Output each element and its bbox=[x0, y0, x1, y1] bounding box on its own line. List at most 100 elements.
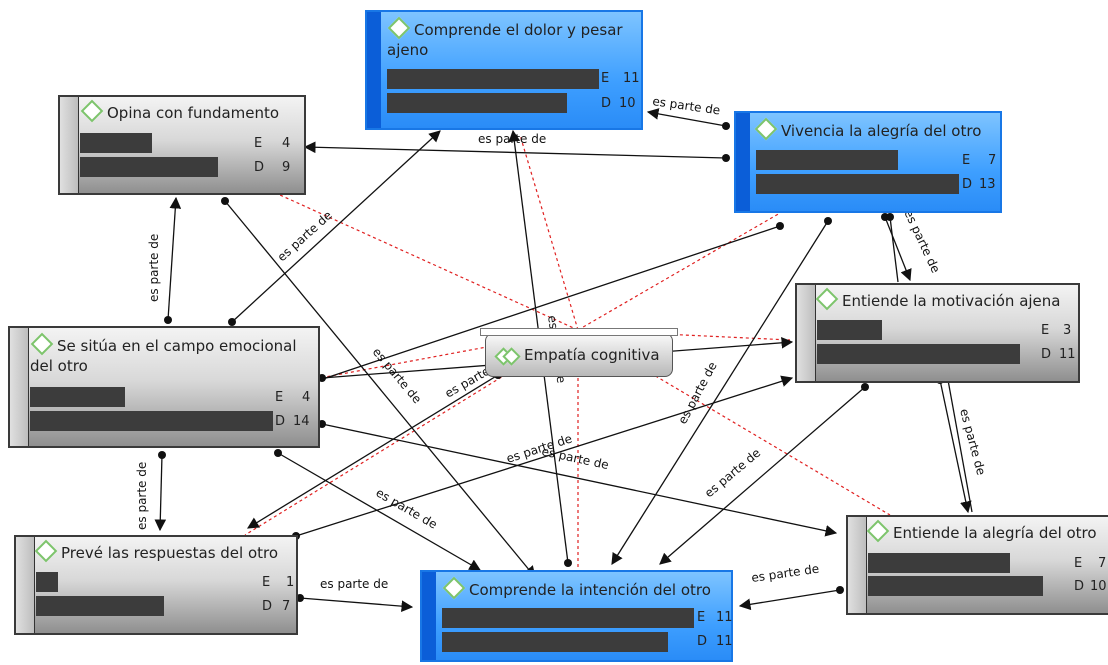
dashed-link bbox=[279, 194, 579, 331]
e-value: 4 bbox=[282, 136, 291, 151]
d-value: 7 bbox=[282, 599, 291, 614]
node-entiende-motivacion[interactable]: Entiende la motivación ajena E 3 D 11 bbox=[795, 283, 1080, 383]
center-top-band bbox=[480, 328, 678, 336]
category-diamond-icon bbox=[494, 347, 521, 366]
node-title: Entiende la motivación ajena bbox=[842, 292, 1061, 310]
node-title: Comprende la intención del otro bbox=[469, 581, 711, 599]
node-title: Comprende el dolor y pesar ajeno bbox=[387, 21, 623, 59]
e-value: 4 bbox=[302, 390, 311, 405]
d-label: D bbox=[601, 96, 612, 111]
node-stripe bbox=[60, 97, 79, 193]
d-value: 10 bbox=[619, 96, 636, 111]
e-bar bbox=[387, 69, 599, 89]
d-bar bbox=[36, 596, 164, 616]
edge-label: es parte de bbox=[540, 444, 610, 472]
relation-line bbox=[167, 196, 182, 321]
node-stripe bbox=[797, 285, 816, 381]
code-diamond-icon bbox=[387, 16, 411, 40]
relation-line bbox=[659, 386, 866, 565]
e-bar bbox=[868, 553, 1010, 573]
e-value: 7 bbox=[1098, 556, 1107, 571]
e-label: E bbox=[697, 610, 706, 625]
node-stripe bbox=[16, 537, 35, 633]
edge-label: es parte de bbox=[901, 207, 943, 275]
e-bar bbox=[30, 387, 125, 407]
e-label: E bbox=[275, 390, 284, 405]
edge-label: es parte de bbox=[135, 462, 149, 530]
relation-line bbox=[889, 216, 899, 283]
e-value: 11 bbox=[716, 610, 733, 625]
d-bar bbox=[756, 174, 959, 194]
node-title: Vivencia la alegría del otro bbox=[781, 122, 982, 140]
dashed-link bbox=[244, 329, 579, 536]
e-value: 11 bbox=[623, 71, 640, 86]
relation-line bbox=[611, 220, 829, 565]
d-label: D bbox=[697, 634, 708, 649]
e-bar bbox=[442, 608, 694, 628]
node-title: Opina con fundamento bbox=[107, 104, 280, 122]
node-entiende-alegria[interactable]: Entiende la alegría del otro E 7 D 10 bbox=[846, 515, 1108, 615]
d-value: 9 bbox=[282, 160, 291, 175]
node-title: Se sitúa en el campo emocional del otro bbox=[30, 337, 297, 375]
d-label: D bbox=[962, 177, 973, 192]
edge-label: es parte de bbox=[702, 446, 763, 501]
relation-line bbox=[939, 379, 972, 514]
d-label: D bbox=[254, 160, 265, 175]
d-bar bbox=[387, 93, 567, 113]
edge-label: es parte de bbox=[957, 407, 988, 477]
node-stripe bbox=[736, 113, 750, 211]
e-label: E bbox=[254, 136, 263, 151]
code-diamond-icon bbox=[30, 332, 54, 356]
code-diamond-icon bbox=[80, 99, 104, 123]
e-label: E bbox=[1074, 556, 1083, 571]
d-label: D bbox=[275, 414, 286, 429]
relation-line bbox=[231, 130, 441, 323]
code-diamond-icon bbox=[866, 519, 890, 543]
d-label: D bbox=[262, 599, 273, 614]
edge-label: es parte de bbox=[320, 577, 388, 591]
node-title: Entiende la alegría del otro bbox=[893, 524, 1097, 542]
code-diamond-icon bbox=[34, 539, 58, 563]
node-se-situa[interactable]: Se sitúa en el campo emocional del otro … bbox=[8, 326, 320, 448]
edge-label: es parte de bbox=[478, 132, 546, 146]
e-label: E bbox=[601, 71, 610, 86]
relation-line bbox=[247, 374, 499, 529]
node-stripe bbox=[848, 517, 867, 613]
d-value: 11 bbox=[716, 634, 733, 649]
relation-line bbox=[738, 589, 841, 611]
node-opina-fundamento[interactable]: Opina con fundamento E 4 D 9 bbox=[58, 95, 306, 195]
dashed-link bbox=[519, 134, 579, 331]
e-value: 7 bbox=[988, 153, 997, 168]
d-label: D bbox=[1041, 347, 1052, 362]
edge-label: es parte de bbox=[750, 562, 820, 585]
node-title: Prevé las respuestas del otro bbox=[61, 544, 279, 562]
dashed-link bbox=[577, 212, 781, 331]
d-value: 11 bbox=[1059, 347, 1076, 362]
node-comprende-dolor[interactable]: Comprende el dolor y pesar ajeno E 11 D … bbox=[365, 10, 643, 130]
e-value: 3 bbox=[1063, 323, 1072, 338]
edge-label: es parte de bbox=[675, 360, 719, 427]
e-bar bbox=[36, 572, 58, 592]
d-bar bbox=[30, 411, 273, 431]
e-bar bbox=[817, 320, 882, 340]
e-label: E bbox=[962, 153, 971, 168]
relation-line bbox=[277, 452, 482, 571]
relation-line bbox=[321, 423, 838, 537]
d-bar bbox=[817, 344, 1020, 364]
node-preve-respuestas[interactable]: Prevé las respuestas del otro E 1 D 7 bbox=[14, 535, 298, 635]
code-diamond-icon bbox=[754, 117, 778, 141]
edge-label: es parte de bbox=[147, 234, 161, 302]
d-bar bbox=[80, 157, 218, 177]
e-bar bbox=[80, 133, 152, 153]
relation-line bbox=[299, 597, 414, 612]
d-label: D bbox=[1074, 579, 1085, 594]
center-title: Empatía cognitiva bbox=[524, 346, 660, 364]
node-vivencia-alegria[interactable]: Vivencia la alegría del otro E 7 D 13 bbox=[734, 111, 1002, 213]
relation-line bbox=[884, 216, 912, 282]
node-empatia-cognitiva[interactable]: Empatía cognitiva bbox=[480, 328, 678, 377]
e-bar bbox=[756, 150, 898, 170]
d-bar bbox=[442, 632, 668, 652]
node-comprende-intencion[interactable]: Comprende la intención del otro E 11 D 1… bbox=[420, 570, 733, 662]
d-value: 14 bbox=[293, 414, 310, 429]
